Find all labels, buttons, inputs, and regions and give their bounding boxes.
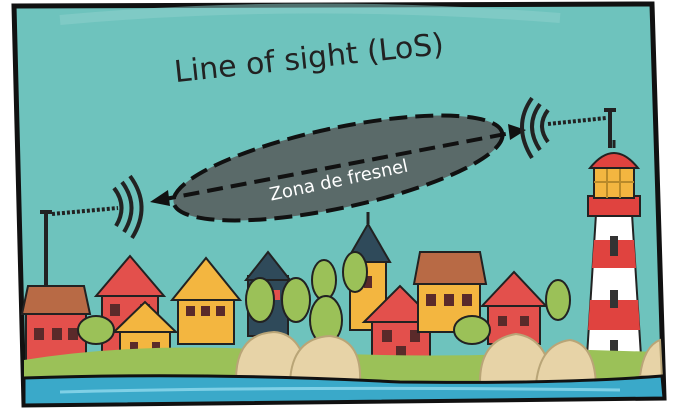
- lighthouse-icon: [586, 140, 642, 372]
